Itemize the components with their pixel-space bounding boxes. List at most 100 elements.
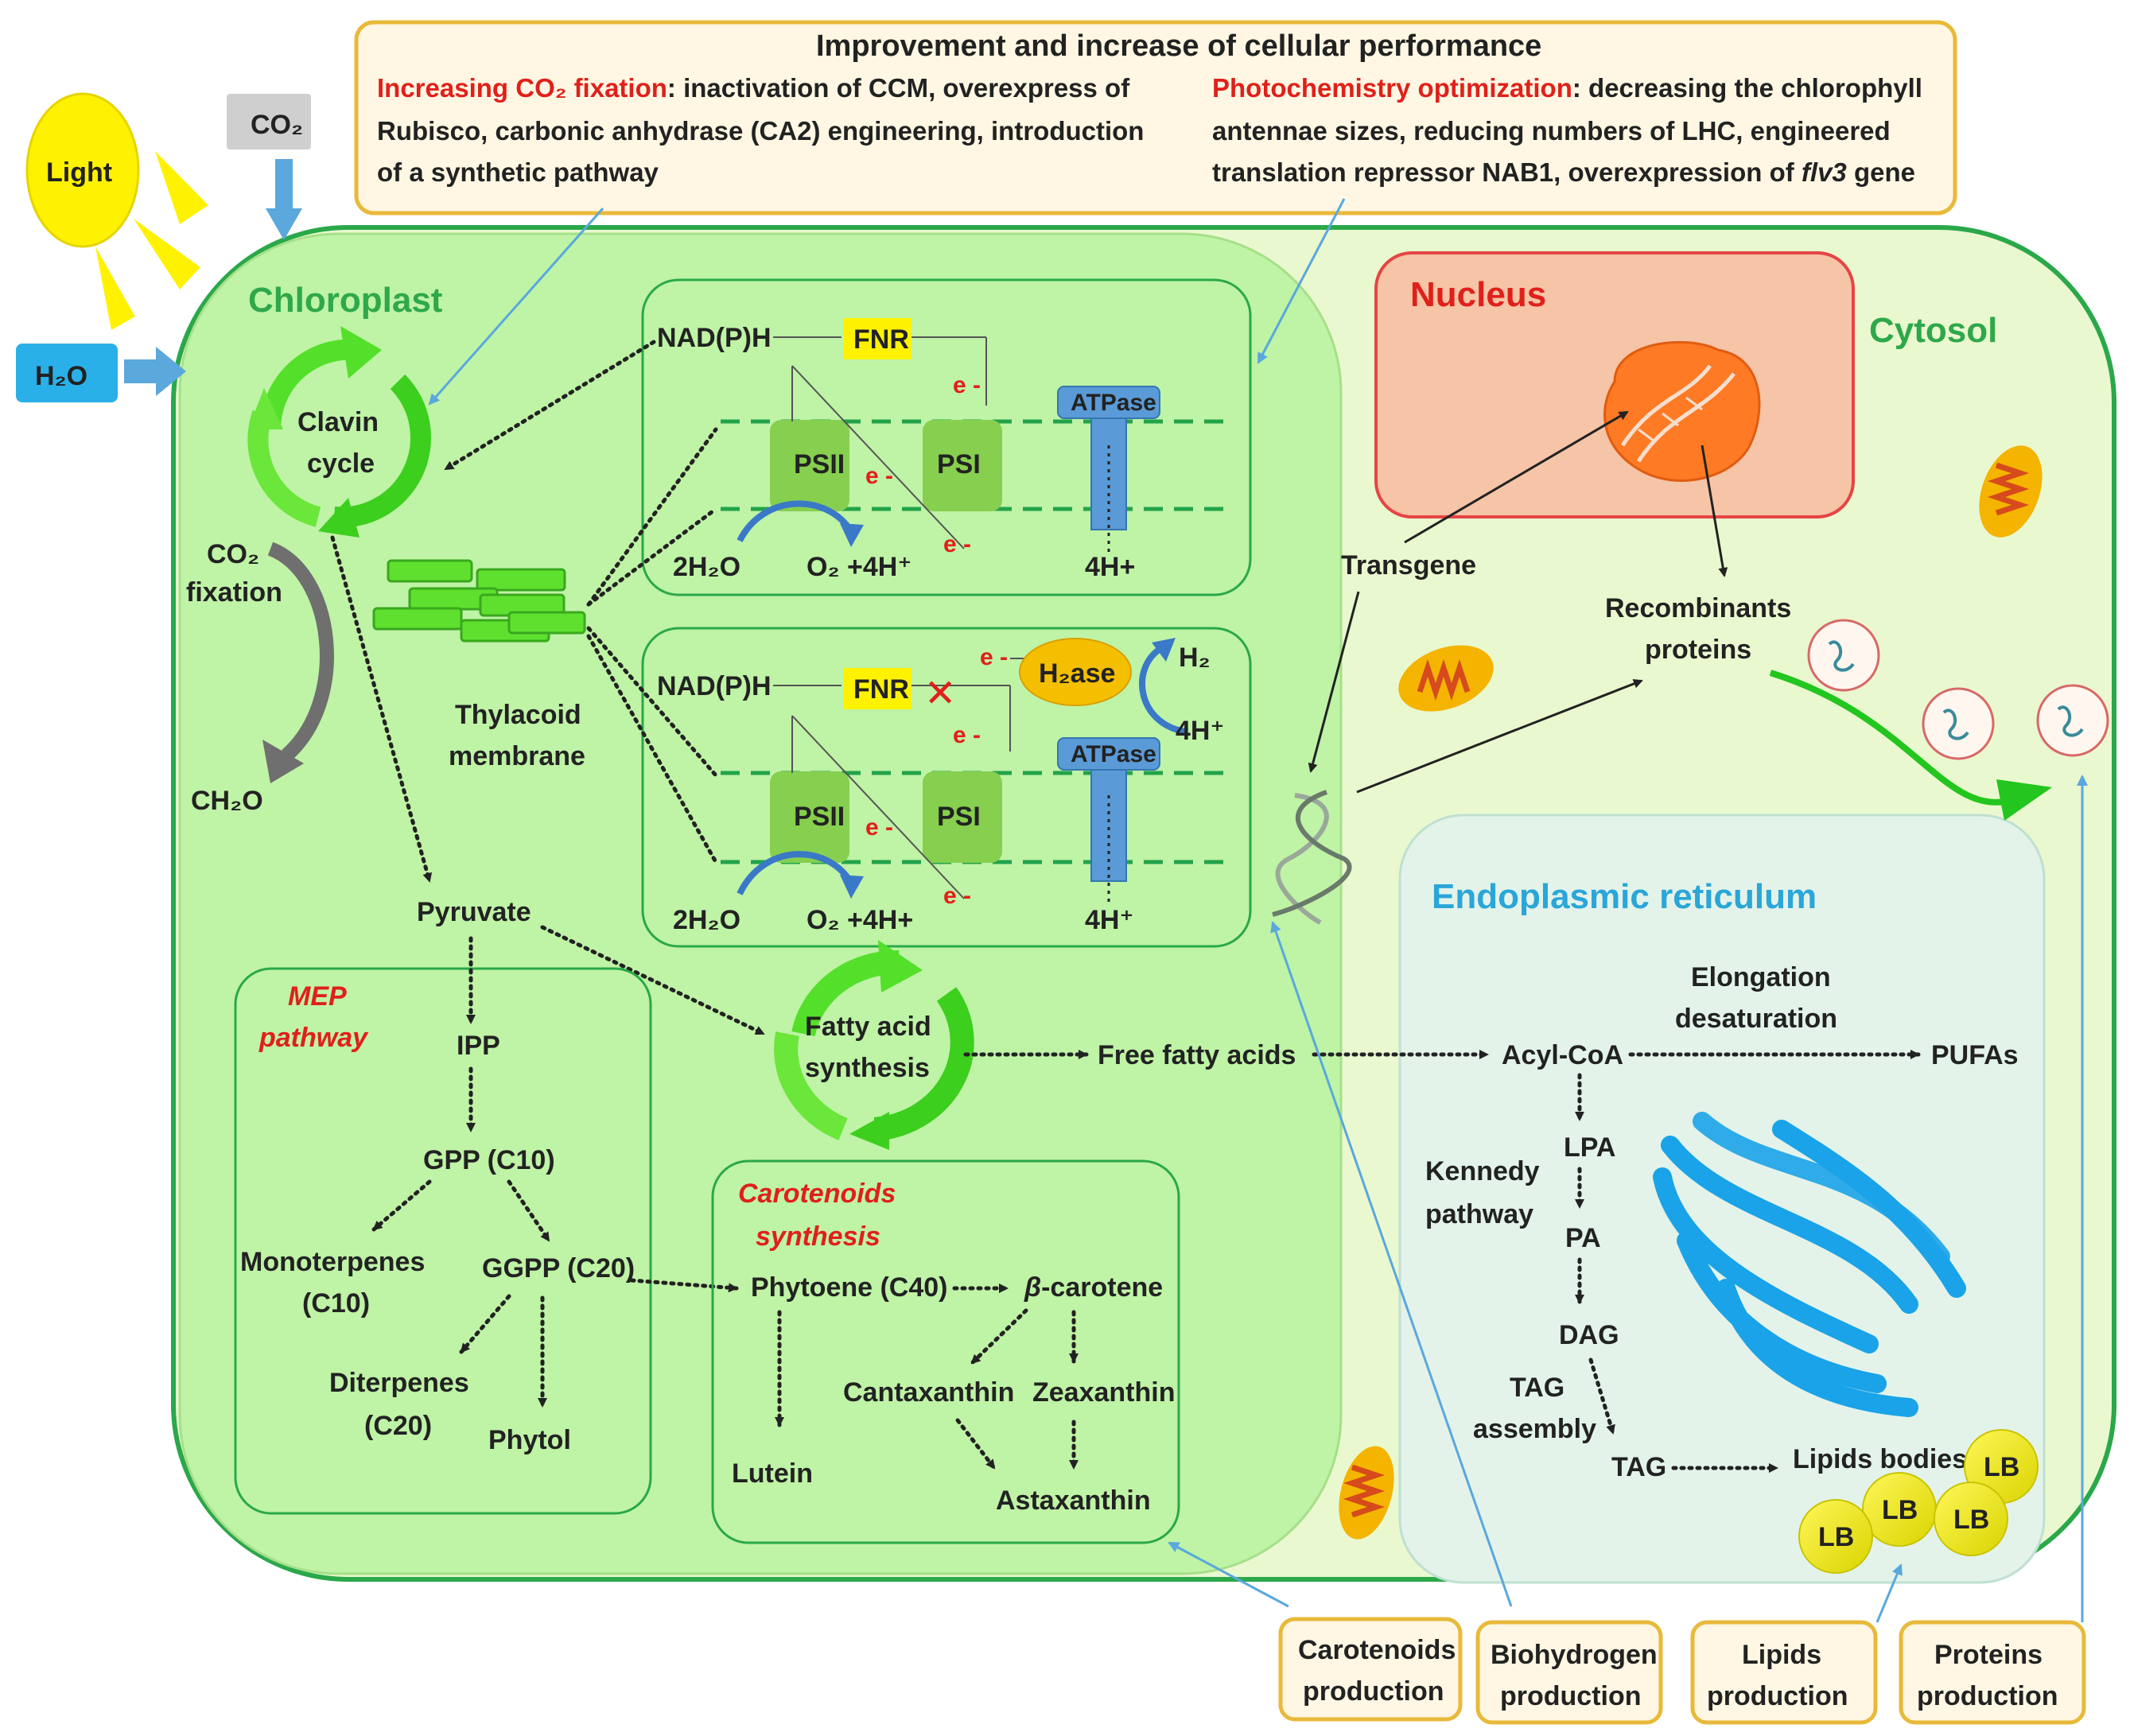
improvement-left-line2: Rubisco, carbonic anhydrase (CA2) engine… xyxy=(377,116,1144,146)
fatty-acid-cycle-icon xyxy=(774,940,974,1150)
fnr-box-top xyxy=(843,318,911,359)
svg-text:LB: LB xyxy=(1984,1452,2019,1482)
pa-label: PA xyxy=(1565,1223,1601,1253)
o2-label-top: O₂ +4H⁺ xyxy=(807,552,911,582)
light-ray-icon xyxy=(155,151,208,224)
atpase-stalk-bottom xyxy=(1090,769,1127,882)
electron-label: e - xyxy=(953,722,981,748)
lutein-label: Lutein xyxy=(732,1458,813,1489)
improvement-box xyxy=(354,20,1957,216)
thylakoid-stack-icon xyxy=(372,559,586,643)
psii-complex-top xyxy=(770,420,849,511)
ch2o-label: CH₂O xyxy=(191,786,263,816)
svg-text:CO₂: CO₂ xyxy=(251,110,303,140)
carotenoids-title-2: synthesis xyxy=(756,1221,880,1252)
svg-text:Lipids: Lipids xyxy=(1742,1640,1821,1670)
dna-helix-icon xyxy=(1272,790,1352,925)
improvement-left-line1: Increasing CO₂ fixation: inactivation of… xyxy=(377,73,1130,103)
co2-fixation-label-1: CO₂ xyxy=(207,539,259,569)
product-box-proteins: Proteins production xyxy=(1899,1620,2086,1725)
psii-complex-bottom xyxy=(770,771,849,863)
svg-text:production: production xyxy=(1500,1681,1642,1711)
ipp-label: IPP xyxy=(457,1031,500,1061)
improvement-right-line2: antennae sizes, reducing numbers of LHC,… xyxy=(1212,116,1891,146)
ggpp-label: GGPP (C20) xyxy=(482,1253,635,1284)
svg-text:FNR: FNR xyxy=(853,324,909,355)
svg-text:production: production xyxy=(1707,1681,1848,1711)
lipid-body-icon: LB xyxy=(1798,1499,1873,1574)
hydrogen-release-arrow-icon xyxy=(1139,645,1186,735)
improvement-right-line3: translation repressor NAB1, overexpressi… xyxy=(1212,157,1915,187)
svg-text:PSI: PSI xyxy=(937,449,981,480)
elongation-label-2: desaturation xyxy=(1675,1004,1837,1034)
svg-text:LB: LB xyxy=(1882,1495,1918,1525)
calvin-cycle-icon xyxy=(247,326,431,538)
protons-label-top: 4H+ xyxy=(1085,552,1135,582)
secretion-arrow-icon xyxy=(1769,670,2005,806)
mitochondrion-icon xyxy=(1979,445,2043,538)
svg-text:PSII: PSII xyxy=(794,449,845,480)
improvement-right-line1: Photochemistry optimization: decreasing … xyxy=(1212,73,1922,103)
cantaxanthin-label: Cantaxanthin xyxy=(843,1377,1014,1408)
protein-vesicle-icon xyxy=(2036,684,2109,757)
carotenoids-box xyxy=(711,1159,1180,1544)
co2-fixation-arrow-icon xyxy=(267,542,334,761)
water-split-arrow-icon xyxy=(737,500,854,542)
fatty-acid-label-1: Fatty acid xyxy=(805,1012,931,1042)
elongation-label-1: Elongation xyxy=(1691,962,1831,992)
co2-fixation-label-2: fixation xyxy=(186,577,282,608)
svg-text:ATPase: ATPase xyxy=(1071,741,1156,767)
pufas-label: PUFAs xyxy=(1931,1040,2019,1070)
gpp-label: GPP (C10) xyxy=(423,1145,555,1175)
er-membrane-icon xyxy=(1653,1112,1966,1417)
recombinant-proteins-label-2: proteins xyxy=(1645,635,1751,665)
co2-arrow-icon xyxy=(275,159,293,208)
zeaxanthin-label: Zeaxanthin xyxy=(1032,1377,1175,1408)
h2o-arrow-icon xyxy=(124,359,156,383)
co2-input: CO₂ xyxy=(227,94,311,240)
h-plus-label: 4H⁺ xyxy=(1176,716,1224,746)
water-label-top: 2H₂O xyxy=(673,552,740,582)
monoterpenes-label-2: (C10) xyxy=(302,1288,370,1319)
light-input: Light xyxy=(25,92,208,330)
thylakoid-label-1: Thylacoid xyxy=(455,700,581,730)
svg-text:LB: LB xyxy=(1818,1522,1854,1552)
h2-label: H₂ xyxy=(1179,643,1211,673)
product-box-carotenoids: Carotenoids production xyxy=(1278,1617,1463,1722)
nadph-label-top: NAD(P)H xyxy=(657,323,772,353)
light-ray-icon xyxy=(95,247,135,330)
fatty-acid-label-2: synthesis xyxy=(805,1053,930,1083)
free-fatty-acids-label: Free fatty acids xyxy=(1098,1040,1296,1070)
nucleus-dna-icon xyxy=(1603,340,1761,482)
lipid-bodies-label: Lipids bodies xyxy=(1793,1444,1967,1474)
tag-label: TAG xyxy=(1611,1452,1666,1482)
nadph-label-bottom: NAD(P)H xyxy=(657,671,772,701)
cytosol-title: Cytosol xyxy=(1869,311,1997,350)
lipid-body-icon: LB xyxy=(1862,1472,1937,1547)
carotenoids-title-1: Carotenoids xyxy=(738,1179,896,1209)
svg-text:Carotenoids: Carotenoids xyxy=(1298,1635,1456,1665)
mitochondrion-icon xyxy=(1398,645,1494,712)
water-split-arrow-icon xyxy=(737,851,854,895)
calvin-label-2: cycle xyxy=(307,449,375,479)
svg-text:FNR: FNR xyxy=(853,674,909,705)
nucleus-title: Nucleus xyxy=(1410,275,1546,314)
kennedy-label-2: pathway xyxy=(1425,1199,1533,1229)
h2o-input: H₂O xyxy=(16,344,186,402)
electron-label: e - xyxy=(980,644,1008,670)
improvement-left-line3: of a synthetic pathway xyxy=(377,157,659,187)
mitochondrion-icon xyxy=(1339,1446,1394,1540)
diterpenes-label-1: Diterpenes xyxy=(329,1368,469,1398)
product-box-biohydrogen: Biohydrogen production xyxy=(1475,1620,1663,1725)
fnr-box-bottom xyxy=(843,668,911,709)
hydrogenase-enzyme xyxy=(1019,638,1132,706)
calvin-label-1: Clavin xyxy=(297,407,379,437)
tag-assembly-label-2: assembly xyxy=(1473,1414,1596,1444)
electron-label: e - xyxy=(943,883,971,909)
svg-text:LB: LB xyxy=(1953,1505,1989,1535)
electron-label: e - xyxy=(943,531,971,557)
svg-text:H₂ase: H₂ase xyxy=(1039,658,1115,689)
tag-assembly-label-1: TAG xyxy=(1510,1373,1564,1403)
phytoene-label: Phytoene (C40) xyxy=(751,1272,948,1303)
